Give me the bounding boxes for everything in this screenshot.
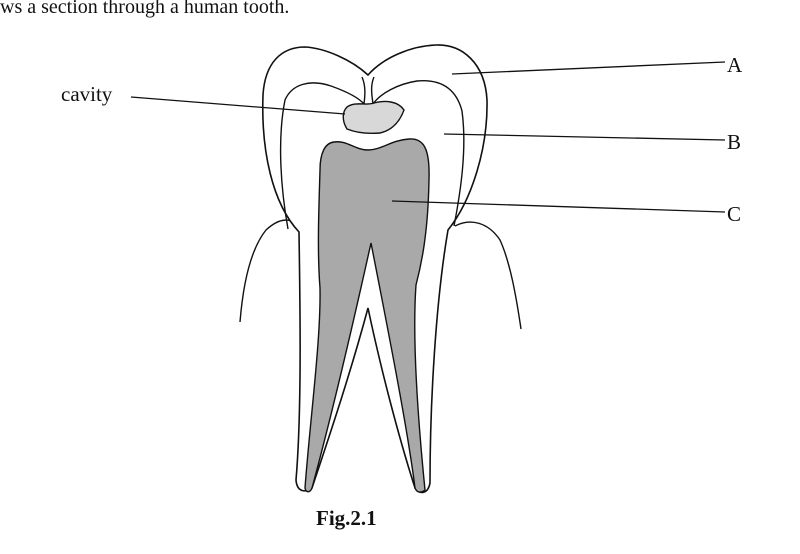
enamel-dentine-boundary-right: [372, 80, 465, 227]
crown-fissure: [361, 76, 375, 105]
label-b: B: [727, 130, 742, 154]
figure-caption: Fig.2.1: [316, 506, 377, 530]
leader-line-c: [391, 200, 726, 213]
right-gum-line: [454, 221, 522, 330]
label-cavity: cavity: [61, 82, 113, 106]
leader-line-b: [443, 133, 726, 141]
enamel-dentine-boundary: [279, 82, 365, 230]
left-gum-line: [239, 219, 304, 323]
label-a: A: [727, 53, 743, 77]
leader-line-cavity: [130, 96, 346, 115]
label-c: C: [727, 202, 742, 226]
leader-line-a: [451, 61, 726, 75]
cavity-region: [342, 100, 405, 135]
header-text: ws a section through a human tooth.: [0, 0, 290, 18]
pulp-cavity: [304, 138, 430, 493]
